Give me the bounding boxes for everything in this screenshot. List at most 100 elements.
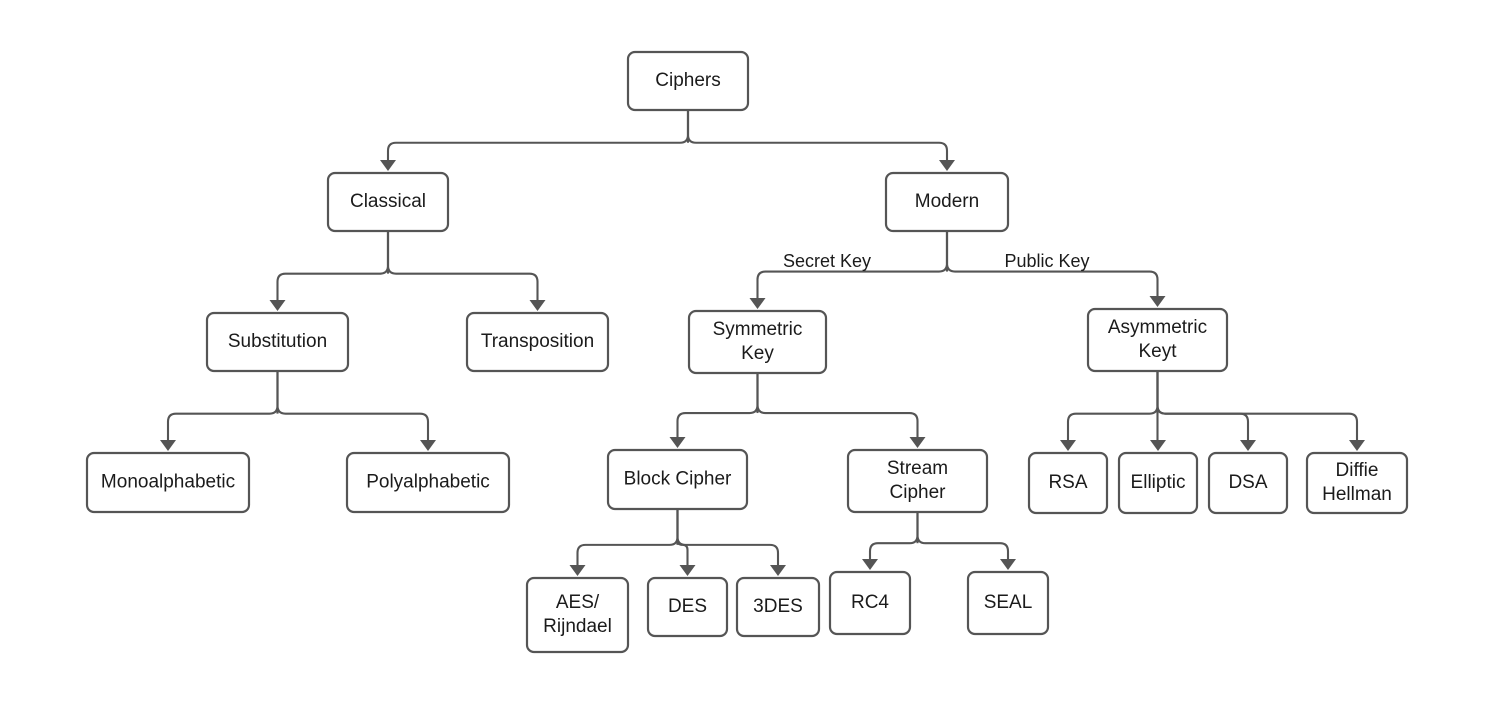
node-transposition[interactable]: Transposition [465, 311, 610, 373]
arrowhead-classical-transposition [529, 300, 546, 311]
arrowhead-ciphers-classical [380, 160, 396, 171]
node-monoalphabetic[interactable]: Monoalphabetic [85, 451, 251, 514]
edge-ciphers-modern [686, 110, 949, 160]
node-box-des[interactable] [646, 576, 729, 638]
node-seal[interactable]: SEAL [966, 570, 1050, 636]
node-box-modern[interactable] [884, 171, 1010, 233]
node-box-stream-cipher[interactable] [846, 448, 989, 514]
node-block-cipher[interactable]: Block Cipher [606, 448, 749, 511]
edge-substitution-poly [276, 371, 430, 440]
node-label-transposition: Transposition [481, 331, 594, 352]
node-box-classical[interactable] [326, 171, 450, 233]
node-box-rsa[interactable] [1027, 451, 1109, 515]
edge-asymmetric-dsa [1156, 371, 1250, 440]
arrowhead-block-aes [569, 565, 586, 576]
node-label-aes-rijndael: AES/Rijndael [543, 592, 612, 637]
public-key-label: Public Key [1004, 251, 1089, 271]
node-label-polyalphabetic: Polyalphabetic [366, 472, 490, 493]
node-box-symmetric[interactable] [687, 309, 828, 375]
node-rc4[interactable]: RC4 [828, 570, 912, 636]
node-elliptic[interactable]: Elliptic [1117, 451, 1199, 515]
edge-symmetric-block [676, 373, 759, 437]
node-label-ciphers: Ciphers [655, 70, 720, 91]
edge-block-3des [676, 509, 780, 565]
node-label-seal: SEAL [984, 592, 1033, 613]
edges-layer [160, 110, 1365, 576]
node-rsa[interactable]: RSA [1027, 451, 1109, 515]
node-box-seal[interactable] [966, 570, 1050, 636]
edge-asymmetric-diffie [1156, 371, 1359, 440]
node-label-3des: 3DES [753, 596, 803, 617]
arrowhead-stream-rc4 [862, 559, 878, 570]
node-substitution[interactable]: Substitution [205, 311, 350, 373]
node-box-elliptic[interactable] [1117, 451, 1199, 515]
edge-labels-layer: Secret Key Public Key [783, 251, 1090, 271]
node-box-transposition[interactable] [465, 311, 610, 373]
edge-asymmetric-rsa [1066, 371, 1159, 440]
arrowhead-asymmetric-elliptic [1150, 440, 1166, 451]
node-label-dsa: DSA [1228, 472, 1267, 493]
node-box-ciphers[interactable] [626, 50, 750, 112]
node-label-monoalphabetic: Monoalphabetic [101, 472, 235, 493]
arrowhead-asymmetric-rsa [1060, 440, 1076, 451]
node-dsa[interactable]: DSA [1207, 451, 1289, 515]
node-box-dsa[interactable] [1207, 451, 1289, 515]
arrowhead-block-3des [770, 565, 786, 576]
node-ciphers[interactable]: Ciphers [626, 50, 750, 112]
edge-stream-rc4 [868, 512, 919, 559]
node-label-rsa: RSA [1048, 472, 1087, 493]
arrowhead-modern-symmetric [749, 298, 766, 309]
node-box-diffie-hellman[interactable] [1305, 451, 1409, 515]
node-box-monoalphabetic[interactable] [85, 451, 251, 514]
node-box-polyalphabetic[interactable] [345, 451, 511, 514]
node-label-elliptic: Elliptic [1131, 472, 1186, 493]
node-label-rc4: RC4 [851, 592, 889, 613]
arrowhead-substitution-poly [420, 440, 436, 451]
node-label-block-cipher: Block Cipher [624, 469, 732, 490]
arrowhead-ciphers-modern [939, 160, 955, 171]
arrowhead-symmetric-stream [909, 437, 926, 448]
node-3des[interactable]: 3DES [735, 576, 821, 638]
node-label-modern: Modern [915, 191, 979, 212]
node-box-3des[interactable] [735, 576, 821, 638]
node-label-substitution: Substitution [228, 331, 327, 352]
edge-ciphers-classical [386, 110, 690, 160]
arrowhead-classical-substitution [269, 300, 286, 311]
secret-key-label: Secret Key [783, 251, 871, 271]
node-label-des: DES [668, 596, 707, 617]
arrowhead-asymmetric-dsa [1240, 440, 1256, 451]
edge-substitution-mono [166, 371, 279, 440]
node-label-classical: Classical [350, 191, 426, 212]
node-box-asymmetric[interactable] [1086, 307, 1229, 373]
arrowhead-stream-seal [1000, 559, 1016, 570]
arrowhead-modern-asymmetric [1149, 296, 1166, 307]
node-des[interactable]: DES [646, 576, 729, 638]
edge-stream-seal [916, 512, 1010, 559]
edge-block-des [676, 509, 689, 565]
node-box-substitution[interactable] [205, 311, 350, 373]
node-box-block-cipher[interactable] [606, 448, 749, 511]
node-modern[interactable]: Modern [884, 171, 1010, 233]
node-box-aes-rijndael[interactable] [525, 576, 630, 654]
arrowhead-asymmetric-diffie [1349, 440, 1365, 451]
node-polyalphabetic[interactable]: Polyalphabetic [345, 451, 511, 514]
edge-block-aes [576, 509, 679, 565]
edge-symmetric-stream [756, 373, 919, 437]
node-classical[interactable]: Classical [326, 171, 450, 233]
edge-classical-substitution [276, 231, 390, 300]
node-box-rc4[interactable] [828, 570, 912, 636]
arrowhead-substitution-mono [160, 440, 176, 451]
arrowhead-block-des [679, 565, 696, 576]
node-aes-rijndael[interactable]: AES/Rijndael [525, 576, 630, 654]
edge-classical-transposition [386, 231, 539, 300]
